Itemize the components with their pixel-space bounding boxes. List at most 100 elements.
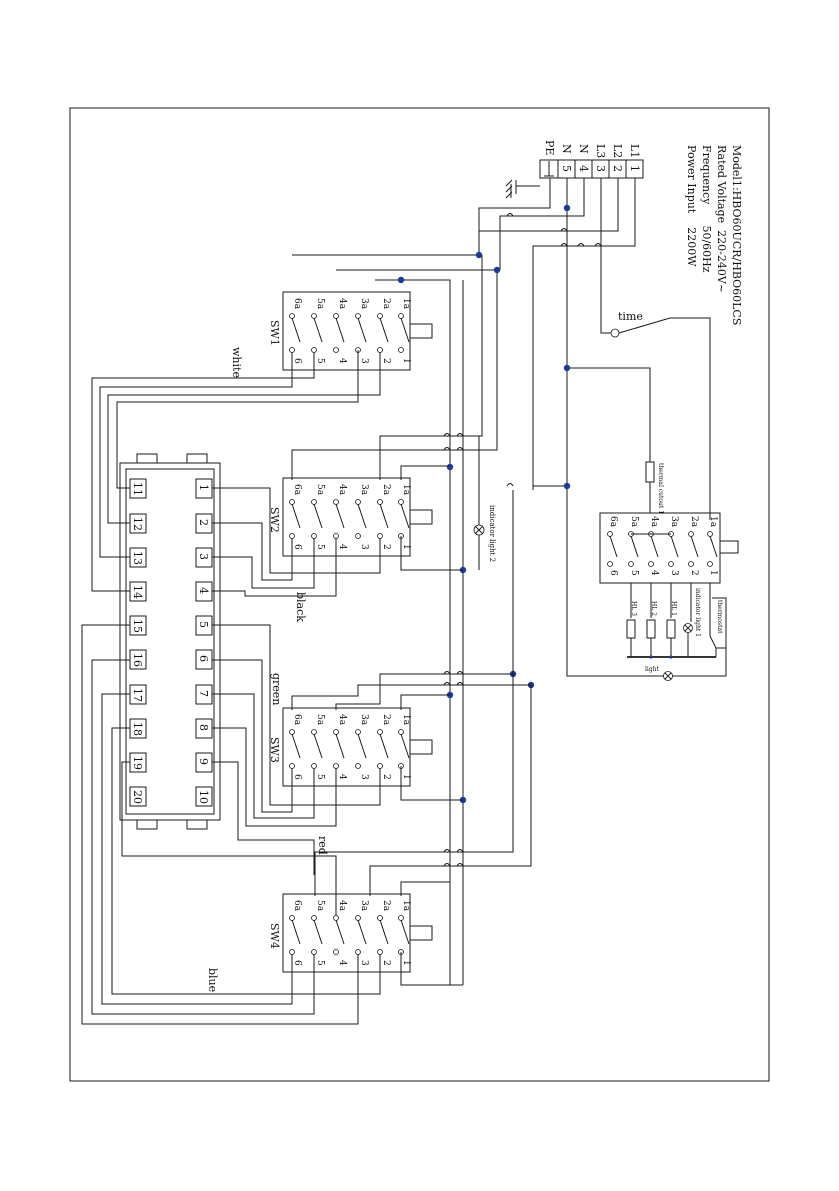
thermal-cutout: thermal cutout 1	[645, 461, 664, 514]
sw1-b-2: 2	[381, 358, 391, 364]
pin-20: 20	[131, 790, 144, 804]
fs-t-5a: 5a	[629, 516, 639, 528]
sw3-label: SW3	[268, 737, 281, 763]
sw2-t-5a: 5a	[315, 484, 325, 496]
sw4-b-1: 1	[401, 960, 411, 966]
term-label-pe: PE	[543, 140, 556, 155]
sw2-b-5: 5	[315, 544, 325, 550]
sw3-b-2: 2	[381, 774, 391, 780]
term-label-l2: L2	[611, 144, 624, 158]
wire-label-red: red	[316, 836, 329, 855]
term-num-5: 5	[560, 165, 573, 172]
sw1-t-1a: 1a	[401, 298, 411, 310]
fs-b-2: 2	[689, 570, 699, 576]
sw3-t-3a: 3a	[359, 714, 369, 726]
sw4-t-4a: 4a	[337, 900, 347, 912]
term-num-2: 2	[611, 165, 624, 172]
sw4-label: SW4	[268, 923, 281, 949]
heater-1-label: HL 1	[670, 601, 677, 616]
wire-crossovers	[443, 213, 602, 867]
sw1-b-5: 5	[315, 358, 325, 364]
pin-8: 8	[197, 724, 210, 731]
indicator-light-1-label: indicator light 1	[694, 588, 701, 637]
harness-wiring	[81, 350, 568, 1025]
fs-b-5: 5	[629, 570, 639, 576]
sw4-b-4: 4	[337, 960, 347, 966]
heater-circuit: HL 3 HL 2 HL 1 indicator light 1 thermos…	[626, 583, 727, 681]
spec-power: Power Input 2200W	[685, 145, 698, 267]
sw1-b-4: 4	[337, 358, 347, 364]
spec-block: Model1:HBO60UCR/HBO60LCS Rated Voltage 2…	[685, 145, 743, 325]
fs-b-6: 6	[608, 570, 618, 576]
sw2-b-1: 1	[401, 544, 411, 550]
main-connector: 11 12 13 14 15 16 17 18 19 20 1 2 3 4 5 …	[119, 453, 221, 830]
earth-icon	[505, 161, 554, 199]
sw2-t-3a: 3a	[359, 484, 369, 496]
sw4-b-6: 6	[292, 960, 302, 966]
fs-b-1: 1	[708, 570, 718, 576]
spec-model: Model1:HBO60UCR/HBO60LCS	[730, 145, 743, 325]
sw4-t-6a: 6a	[292, 900, 302, 912]
sw1-t-6a: 6a	[292, 298, 302, 310]
junctions	[397, 204, 571, 804]
sw2-t-2a: 2a	[381, 484, 391, 496]
sw2-b-4: 4	[337, 544, 347, 550]
term-num-1: 1	[628, 165, 641, 172]
term-label-l1: L1	[628, 144, 641, 158]
sw3-b-6: 6	[292, 774, 302, 780]
sw1-t-5a: 5a	[315, 298, 325, 310]
sw4-b-2: 2	[381, 960, 391, 966]
term-label-l3: L3	[594, 144, 607, 158]
pin-13: 13	[131, 551, 144, 565]
fs-b-4: 4	[649, 570, 659, 576]
wire-label-white: white	[230, 347, 243, 378]
diagram-frame	[69, 107, 770, 1082]
sw1-label: SW1	[268, 320, 281, 346]
fs-b-3: 3	[669, 570, 679, 576]
timer-label: time	[618, 310, 643, 323]
sw1-b-6: 6	[292, 358, 302, 364]
wire-label-blue: blue	[206, 968, 219, 992]
indicator-light-2: indicator light 2	[473, 436, 496, 570]
thermostat-label: thermostat	[716, 600, 723, 634]
function-switch: 6a 5a 4a 3a 2a 1a 6 5 4 3 2 1	[599, 512, 739, 584]
sw3-t-2a: 2a	[381, 714, 391, 726]
pin-19: 19	[131, 756, 144, 770]
fs-t-2a: 2a	[689, 516, 699, 528]
pin-16: 16	[131, 653, 144, 667]
switch-sw4: SW4 6a 5a 4a 3a 2a 1a 6 5 4 3 2 1	[268, 893, 433, 973]
sw4-t-2a: 2a	[381, 900, 391, 912]
sw1-b-1: 1	[401, 358, 411, 364]
sw4-t-3a: 3a	[359, 900, 369, 912]
fs-t-1a: 1a	[708, 516, 718, 528]
sw3-t-4a: 4a	[337, 714, 347, 726]
sw3-t-6a: 6a	[292, 714, 302, 726]
pin-6: 6	[197, 655, 210, 662]
wire-labels: white black green red blue	[206, 347, 329, 992]
spec-frequency: Frequency 50/60Hz	[700, 145, 713, 273]
fs-t-6a: 6a	[608, 516, 618, 528]
switch-sw2: SW2 6a 5a 4a 3a 2a 1a 6 5 4 3 2 1	[268, 477, 433, 557]
pin-12: 12	[131, 517, 144, 531]
sw2-t-1a: 1a	[401, 484, 411, 496]
pin-5: 5	[197, 621, 210, 628]
thermal-cutout-label: thermal cutout 1	[657, 463, 664, 514]
sw2-b-6: 6	[292, 544, 302, 550]
sw3-b-3: 3	[359, 774, 369, 780]
pin-17: 17	[131, 688, 144, 702]
term-num-4: 4	[577, 165, 590, 172]
sw3-b-1: 1	[401, 774, 411, 780]
pin-3: 3	[197, 553, 210, 560]
mains-terminal-block: L1 L2 L3 N N PE 1 2 3 4 5	[505, 140, 644, 199]
sw3-t-5a: 5a	[315, 714, 325, 726]
indicator-light-2-label: indicator light 2	[488, 505, 496, 562]
spec-voltage: Rated Voltage 220-240V~	[715, 145, 728, 293]
sw2-b-2: 2	[381, 544, 391, 550]
pin-15: 15	[131, 619, 144, 633]
heater-3-label: HL 3	[630, 601, 637, 616]
sw3-b-5: 5	[315, 774, 325, 780]
sw2-t-6a: 6a	[292, 484, 302, 496]
term-label-n2: N	[560, 144, 573, 154]
switch-sw1: SW1 6a 5a 4a 3a 2a 1a 6 5 4 3 2 1	[268, 291, 433, 371]
